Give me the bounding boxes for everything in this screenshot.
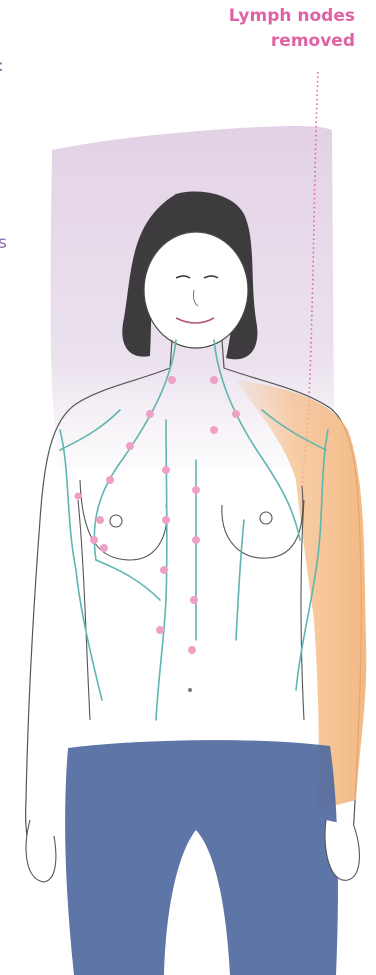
hand-left xyxy=(26,820,56,882)
jeans xyxy=(65,740,338,975)
breast-left xyxy=(80,480,167,560)
face xyxy=(144,232,248,348)
